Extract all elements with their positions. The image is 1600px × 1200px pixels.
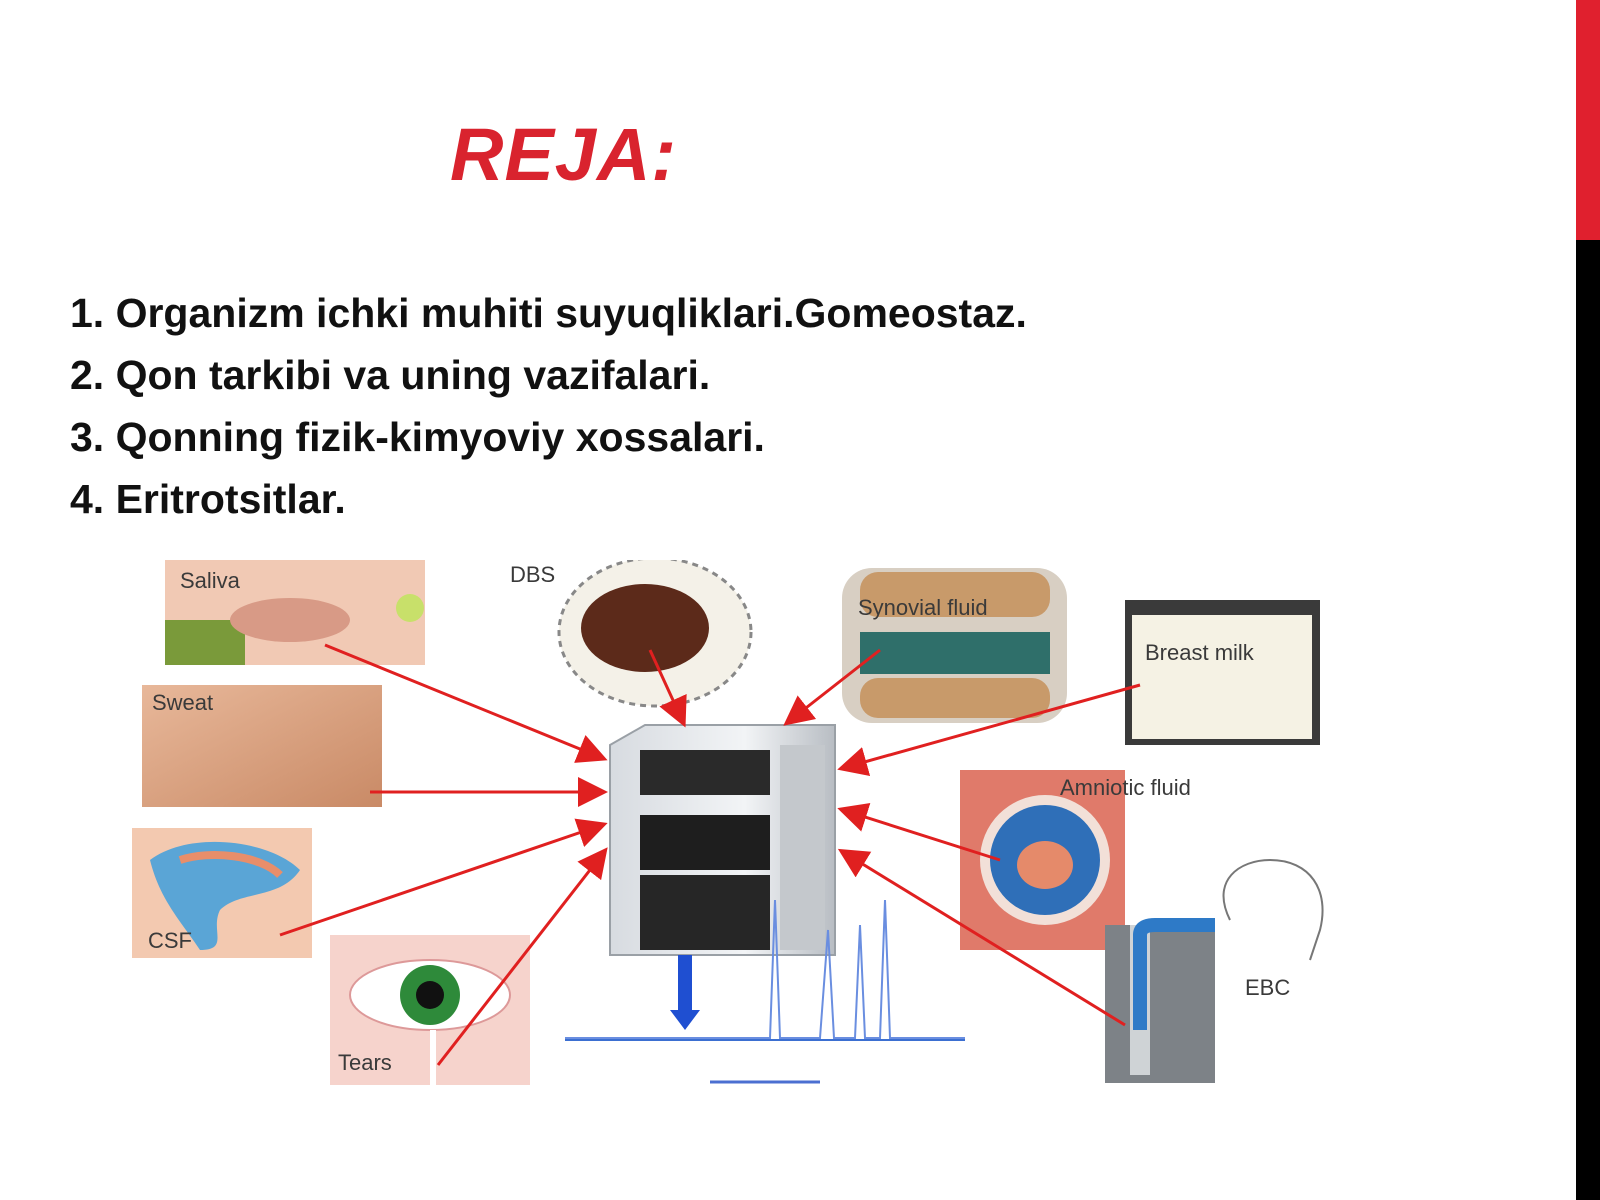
sweat-label: Sweat xyxy=(152,690,213,715)
csf-label: CSF xyxy=(148,928,192,953)
analyzer-instrument xyxy=(609,724,836,956)
plan-list: 1. Organizm ichki muhiti suyuqliklari.Go… xyxy=(70,282,1027,530)
plan-item-2: 2. Qon tarkibi va uning vazifalari. xyxy=(70,352,711,398)
ebc-sample: EBC xyxy=(1105,858,1324,1083)
ebc-label: EBC xyxy=(1245,975,1290,1000)
sweat-sample: Sweat xyxy=(142,685,382,807)
plan-item-4: 4. Eritrotsitlar. xyxy=(70,476,346,522)
dbs-sample: DBS xyxy=(510,560,753,708)
amniotic-label: Amniotic fluid xyxy=(1060,775,1191,800)
tears-label: Tears xyxy=(338,1050,392,1075)
plan-item-1: 1. Organizm ichki muhiti suyuqliklari.Go… xyxy=(70,290,1027,336)
body-fluids-illustration: Saliva Sweat CSF Tears DBS Synovial flui… xyxy=(132,560,1324,1085)
chromatogram xyxy=(565,899,965,1084)
plan-item-3: 3. Qonning fizik-kimyoviy xossalari. xyxy=(70,414,765,460)
synovial-label: Synovial fluid xyxy=(858,595,988,620)
synovial-fluid-sample: Synovial fluid xyxy=(842,568,1067,723)
side-accent-bar-red xyxy=(1576,0,1600,240)
tears-sample: Tears xyxy=(330,935,530,1085)
sample-arrows xyxy=(279,643,1141,1066)
slide-title: REJA: xyxy=(450,113,678,196)
saliva-sample: Saliva xyxy=(165,560,425,665)
saliva-label: Saliva xyxy=(180,568,241,593)
amniotic-fluid-sample: Amniotic fluid xyxy=(960,770,1191,950)
csf-sample: CSF xyxy=(132,828,312,958)
breast-milk-sample: Breast milk xyxy=(1125,600,1320,745)
dbs-label: DBS xyxy=(510,562,555,587)
side-accent-bar-black xyxy=(1576,240,1600,1200)
breast-milk-label: Breast milk xyxy=(1145,640,1255,665)
